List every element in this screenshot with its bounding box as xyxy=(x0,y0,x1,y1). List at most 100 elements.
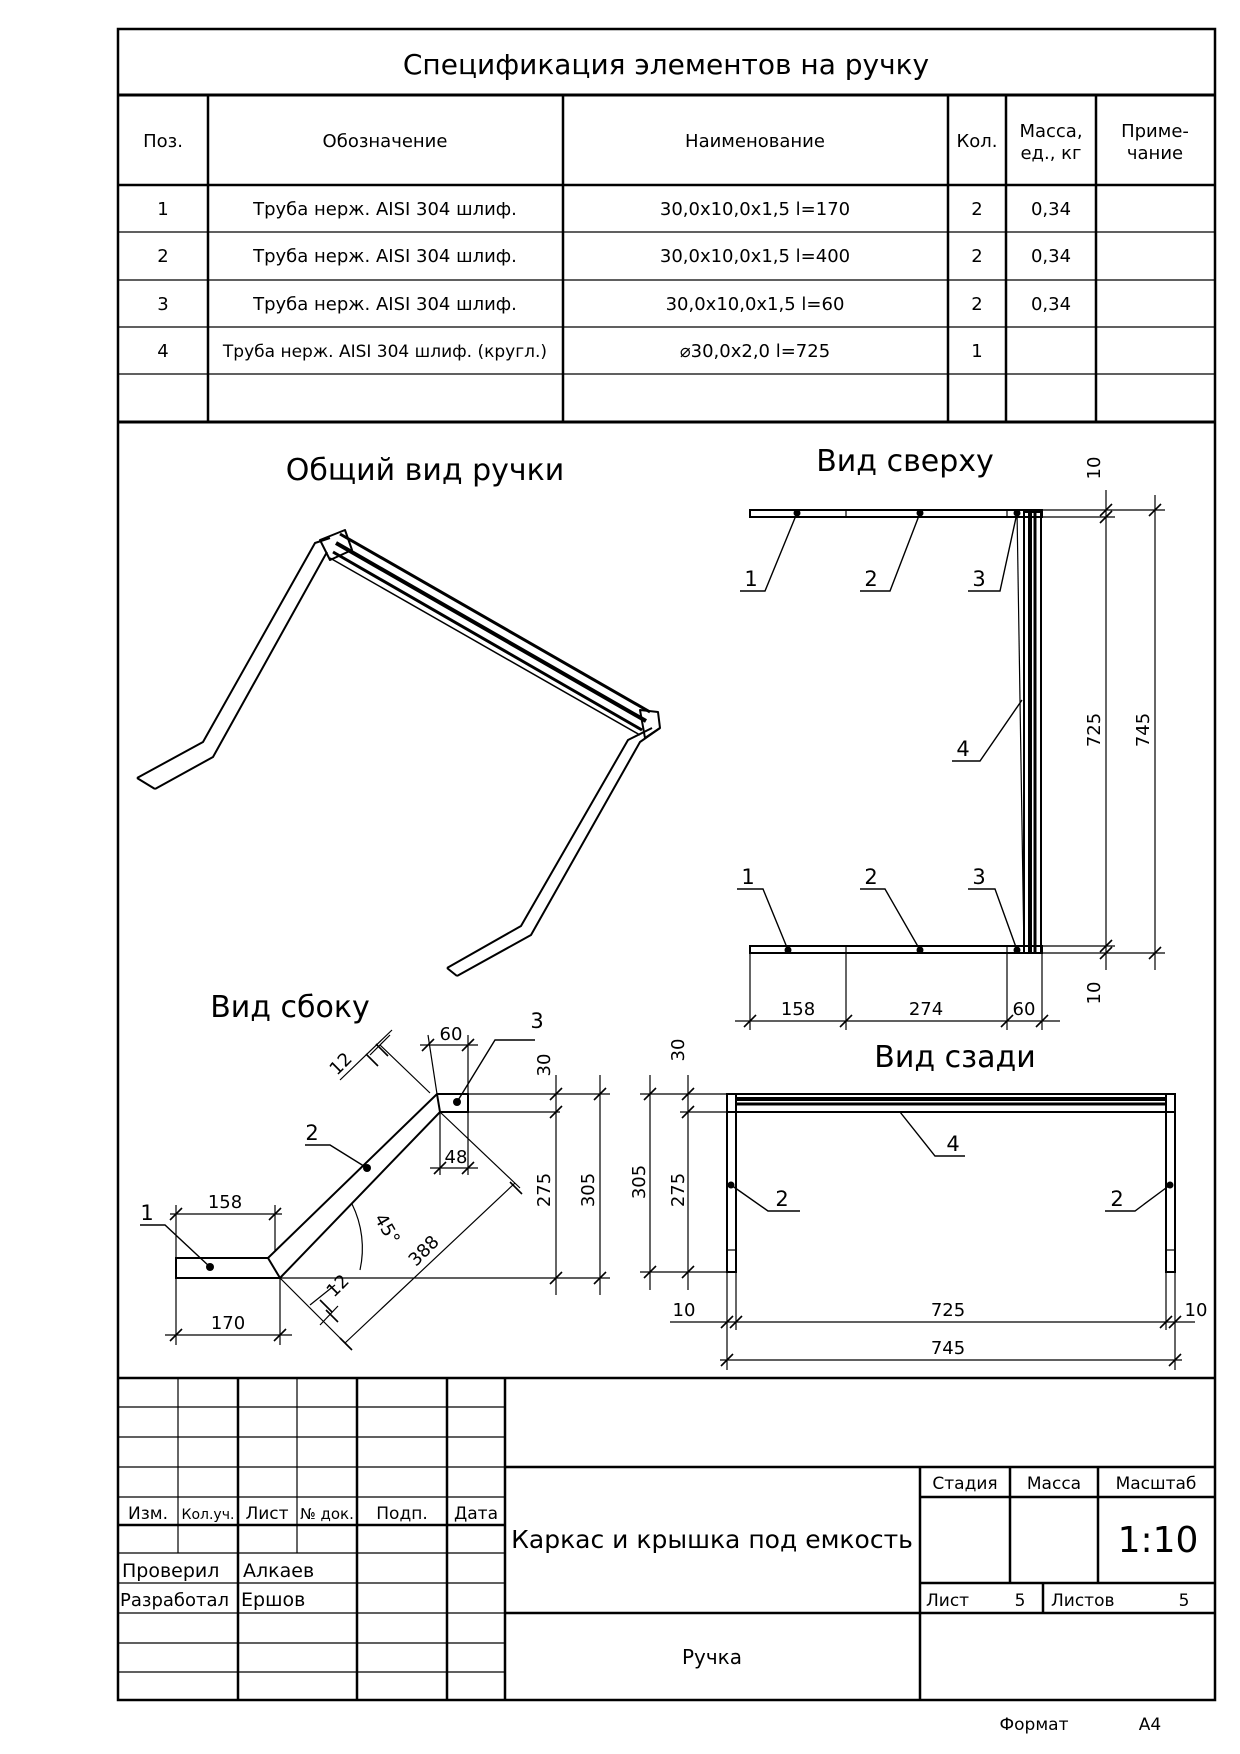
dimension-label: 30 xyxy=(534,1054,555,1077)
view-title-side: Вид сбоку xyxy=(210,990,370,1025)
dimension-label: 158 xyxy=(208,1192,242,1213)
developed-by-label: Разработал xyxy=(120,1590,229,1611)
callout-number: 2 xyxy=(305,1121,318,1145)
spec-row-pos: 2 xyxy=(157,246,168,267)
dimension-label: 745 xyxy=(931,1338,965,1359)
top-view-drawing xyxy=(749,509,1043,954)
dimension-label: 12 xyxy=(323,1271,354,1302)
top-view-dimensions xyxy=(735,490,1165,1030)
callout-number: 4 xyxy=(946,1132,959,1156)
isometric-handle xyxy=(136,529,661,977)
spec-row: 3 Труба нерж. AISI 304 шлиф. 30,0х10,0х1… xyxy=(157,294,1071,315)
dimension-label: 745 xyxy=(1133,713,1154,747)
callout-number: 1 xyxy=(744,567,757,591)
spec-row-pos: 4 xyxy=(157,341,168,362)
spec-row-qty: 2 xyxy=(971,246,982,267)
dimension-label: 305 xyxy=(629,1165,650,1199)
sheets-count: 5 xyxy=(1179,1591,1190,1611)
side-view-leaders xyxy=(140,1039,535,1268)
spec-header-pos: Поз. xyxy=(143,131,183,152)
developed-by-name: Ершов xyxy=(241,1589,305,1611)
scale-label: Масштаб xyxy=(1116,1474,1197,1494)
back-view-drawing xyxy=(726,1093,1176,1273)
dimension-label: 158 xyxy=(781,999,815,1020)
part-name: Ручка xyxy=(682,1645,742,1669)
back-view-leaders xyxy=(730,1111,1171,1212)
spec-row-qty: 2 xyxy=(971,294,982,315)
title-block-col-podp: Подп. xyxy=(376,1504,427,1524)
title-block-col-date: Дата xyxy=(454,1504,498,1524)
spec-header-mass: Масса, xyxy=(1019,121,1082,142)
spec-row-qty: 1 xyxy=(971,341,982,362)
dimension-label: 60 xyxy=(1013,999,1036,1020)
spec-row-pos: 3 xyxy=(157,294,168,315)
dimension-label: 10 xyxy=(673,1300,696,1321)
title-block-col-izm: Изм. xyxy=(128,1504,168,1524)
spec-header-note: Приме- xyxy=(1121,121,1189,142)
dimension-label: 10 xyxy=(1084,457,1105,480)
callout-number: 2 xyxy=(775,1187,788,1211)
document-title: Каркас и крышка под емкость xyxy=(511,1525,913,1554)
checked-by-name: Алкаев xyxy=(243,1560,314,1582)
spec-row-name: 30,0х10,0х1,5 l=400 xyxy=(660,246,850,267)
callout-number: 1 xyxy=(140,1201,153,1225)
dimension-label: 274 xyxy=(909,999,943,1020)
dimension-label: 275 xyxy=(534,1173,555,1207)
spec-row-mass: 0,34 xyxy=(1031,294,1071,315)
spec-row-designation: Труба нерж. AISI 304 шлиф. xyxy=(252,246,517,267)
sheets-label: Листов xyxy=(1051,1591,1115,1611)
scale-value: 1:10 xyxy=(1118,1520,1199,1561)
dimension-label: 170 xyxy=(211,1313,245,1334)
spec-header-note-2: чание xyxy=(1127,143,1183,164)
spec-row-mass: 0,34 xyxy=(1031,199,1071,220)
dimension-ticks xyxy=(743,503,1162,1028)
spec-row-name: 30,0х10,0х1,5 l=60 xyxy=(666,294,845,315)
back-view-dimensions xyxy=(640,1075,1195,1370)
format-value: А4 xyxy=(1139,1715,1161,1735)
format-label: Формат xyxy=(1000,1715,1069,1735)
top-view-leaders xyxy=(737,512,1023,951)
dimension-label: 30 xyxy=(668,1039,689,1062)
spec-row-designation: Труба нерж. AISI 304 шлиф. xyxy=(252,294,517,315)
checked-by-label: Проверил xyxy=(122,1560,219,1582)
view-title-back: Вид сзади xyxy=(874,1040,1035,1075)
spec-row-mass: 0,34 xyxy=(1031,246,1071,267)
spec-row: 1 Труба нерж. AISI 304 шлиф. 30,0х10,0х1… xyxy=(157,199,1071,220)
dimension-label: 12 xyxy=(326,1049,357,1080)
callout-number: 3 xyxy=(972,567,985,591)
title-block xyxy=(118,1376,1215,1700)
dimension-label: 725 xyxy=(931,1300,965,1321)
view-title-general: Общий вид ручки xyxy=(286,453,565,488)
dimension-label: 60 xyxy=(440,1024,463,1045)
dimension-label: 10 xyxy=(1185,1300,1208,1321)
spec-row-qty: 2 xyxy=(971,199,982,220)
stage-label: Стадия xyxy=(932,1474,997,1494)
spec-row: 2 Труба нерж. AISI 304 шлиф. 30,0х10,0х1… xyxy=(157,246,1071,267)
dimension-label: 10 xyxy=(1084,982,1105,1005)
sheet-frame xyxy=(116,27,1217,1702)
dimension-ticks xyxy=(643,1087,1182,1367)
spec-header-qty: Кол. xyxy=(956,131,997,152)
spec-title: Спецификация элементов на ручку xyxy=(403,48,929,81)
spec-row: 4 Труба нерж. AISI 304 шлиф. (кругл.) ⌀3… xyxy=(157,341,982,362)
spec-row-pos: 1 xyxy=(157,199,168,220)
callout-number: 2 xyxy=(864,865,877,889)
callout-number: 3 xyxy=(530,1009,543,1033)
callout-number: 2 xyxy=(864,567,877,591)
spec-row-name: 30,0х10,0х1,5 l=170 xyxy=(660,199,850,220)
dimension-label: 45° xyxy=(370,1210,404,1248)
mass-label: Масса xyxy=(1027,1474,1081,1494)
dimension-label: 275 xyxy=(668,1173,689,1207)
dimension-label: 48 xyxy=(445,1147,468,1168)
spec-header-mass-unit: ед., кг xyxy=(1020,143,1081,164)
title-block-col-doc: № док. xyxy=(300,1505,354,1523)
callout-number: 4 xyxy=(956,737,969,761)
spec-header-designation: Обозначение xyxy=(323,131,448,152)
callout-number: 3 xyxy=(972,865,985,889)
sheet-label: Лист xyxy=(926,1591,969,1611)
title-block-col-list: Лист xyxy=(245,1504,288,1524)
dimension-label: 725 xyxy=(1084,713,1105,747)
spec-row-designation: Труба нерж. AISI 304 шлиф. (кругл.) xyxy=(222,342,547,362)
spec-table xyxy=(118,93,1215,424)
